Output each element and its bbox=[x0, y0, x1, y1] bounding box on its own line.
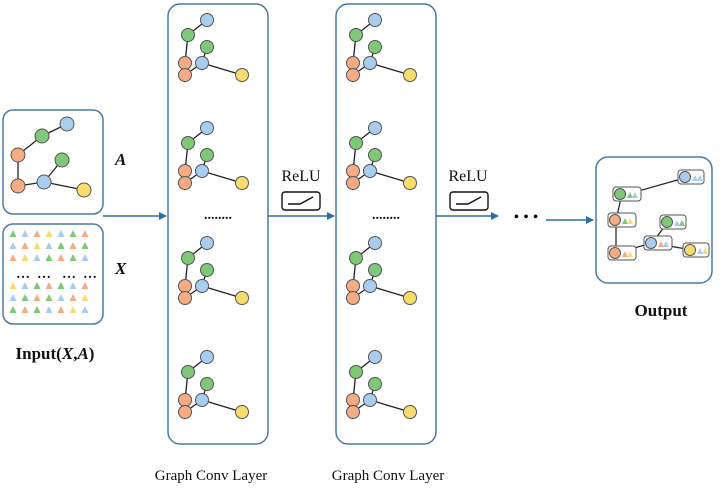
output-box bbox=[595, 156, 713, 284]
continuation-dots: • • • bbox=[514, 209, 539, 226]
feature-triangle bbox=[33, 282, 41, 289]
output-graph-icon bbox=[607, 169, 710, 261]
feature-triangle bbox=[45, 254, 53, 261]
feature-triangle bbox=[45, 230, 53, 237]
feature-ellipsis-1: … bbox=[16, 267, 30, 282]
feature-triangle bbox=[69, 242, 77, 249]
feature-triangle bbox=[81, 230, 89, 237]
feature-triangle bbox=[69, 230, 77, 237]
relu-curve-icon bbox=[449, 191, 489, 211]
feature-triangle bbox=[9, 282, 17, 289]
feature-triangle bbox=[69, 294, 77, 301]
feature-ellipsis-4: … bbox=[83, 267, 97, 282]
feature-triangle bbox=[45, 282, 53, 289]
feature-triangle bbox=[9, 242, 17, 249]
feature-triangle bbox=[81, 294, 89, 301]
feature-triangle bbox=[81, 242, 89, 249]
input-caption: Input(X,A) bbox=[16, 344, 95, 363]
layer2-caption: Graph Conv Layer bbox=[332, 468, 444, 484]
feature-triangle bbox=[57, 282, 65, 289]
graph-conv-layer-1: ........ bbox=[167, 3, 269, 445]
triangle-marks bbox=[9, 230, 89, 313]
feature-triangle bbox=[81, 282, 89, 289]
feature-triangle bbox=[33, 242, 41, 249]
graph-conv-layer-2: ........ bbox=[335, 3, 437, 445]
output-caption: Output bbox=[635, 301, 688, 320]
feature-triangle bbox=[21, 242, 29, 249]
layer1-caption: Graph Conv Layer bbox=[155, 468, 267, 484]
feature-triangle bbox=[9, 306, 17, 313]
input-caption-comma: , bbox=[73, 344, 77, 363]
feature-triangle bbox=[21, 282, 29, 289]
feature-triangle bbox=[45, 242, 53, 249]
feature-triangle bbox=[69, 254, 77, 261]
feature-triangle bbox=[21, 306, 29, 313]
feature-triangle bbox=[69, 282, 77, 289]
relu-curve-icon bbox=[281, 191, 321, 211]
feature-ellipsis-2: … bbox=[37, 267, 51, 282]
feature-triangle bbox=[57, 242, 65, 249]
feature-triangle bbox=[57, 294, 65, 301]
feature-triangle bbox=[69, 306, 77, 313]
feature-triangle bbox=[33, 306, 41, 313]
feature-triangle bbox=[81, 254, 89, 261]
input-caption-prefix: Input( bbox=[16, 344, 63, 363]
input-feature-box: … … … … bbox=[2, 223, 104, 325]
input-caption-a: A bbox=[76, 344, 88, 363]
layer1-ellipsis: ........ bbox=[204, 208, 232, 223]
relu-label-1: ReLU bbox=[281, 168, 321, 185]
relu-label-2: ReLU bbox=[448, 168, 488, 185]
feature-triangle bbox=[21, 230, 29, 237]
feature-triangle bbox=[33, 254, 41, 261]
feature-triangle bbox=[9, 230, 17, 237]
feature-triangle bbox=[57, 230, 65, 237]
adjacency-label: A bbox=[114, 150, 126, 169]
input-caption-x: X bbox=[61, 344, 74, 363]
feature-triangle bbox=[33, 294, 41, 301]
feature-triangle bbox=[45, 306, 53, 313]
feature-triangle bbox=[21, 294, 29, 301]
features-label: X bbox=[114, 259, 127, 278]
feature-triangle bbox=[57, 306, 65, 313]
feature-triangle bbox=[57, 254, 65, 261]
feature-triangle bbox=[45, 294, 53, 301]
feature-triangle bbox=[9, 254, 17, 261]
feature-triangle bbox=[33, 230, 41, 237]
feature-triangle bbox=[9, 294, 17, 301]
feature-ellipsis-3: … bbox=[62, 267, 76, 282]
feature-triangle bbox=[81, 306, 89, 313]
input-caption-suffix: ) bbox=[89, 344, 95, 363]
feature-triangle bbox=[21, 254, 29, 261]
input-adjacency-box bbox=[2, 109, 104, 215]
input-graph-icon bbox=[10, 116, 92, 198]
layer2-ellipsis: ........ bbox=[372, 208, 400, 223]
